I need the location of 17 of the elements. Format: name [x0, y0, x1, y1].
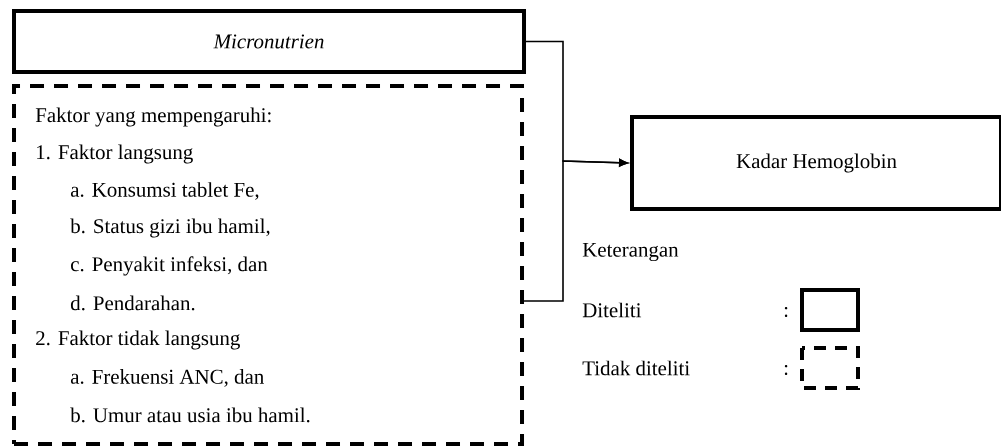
colon: : — [784, 364, 788, 376]
legend-heading: Keterangan — [582, 242, 679, 262]
list-item: b. Status gizi ibu hamil, — [70, 218, 270, 238]
list-item: a. Konsumsi tablet Fe, — [70, 182, 259, 200]
list-item: a. Frekuensi ANC, dan — [70, 369, 264, 387]
legend-text: Diteliti — [582, 302, 642, 318]
list-item: 1. Faktor langsung — [37, 144, 193, 164]
concept-box: Micronutrien — [12, 9, 526, 74]
colon: : — [784, 306, 788, 318]
list-item: d. Pendarahan. — [70, 295, 195, 311]
list-item: 2. Faktor tidak langsung — [36, 330, 240, 350]
list-item: Faktor yang mempengaruhi: — [35, 107, 271, 127]
arrow — [523, 158, 628, 302]
concept-box: Kadar Hemoglobin — [630, 115, 1001, 211]
legend-text: Tidak diteliti — [582, 360, 690, 376]
list-item: c. Penyakit infeksi, dan — [71, 256, 268, 276]
list-item: b. Umur atau usia ibu hamil. — [70, 407, 310, 423]
